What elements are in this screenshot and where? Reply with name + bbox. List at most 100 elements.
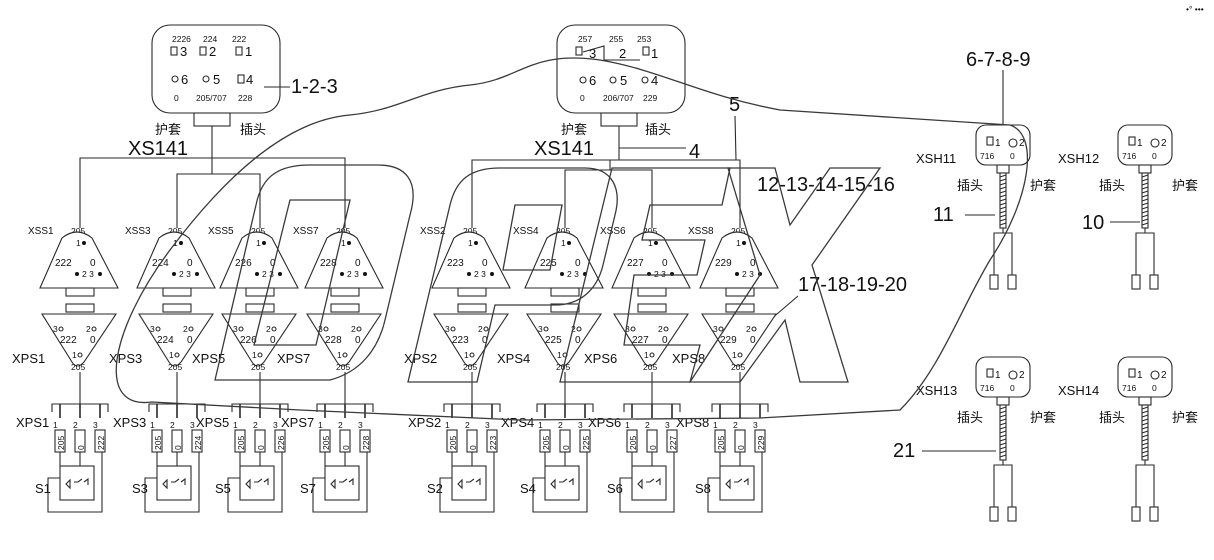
socket-collar [245,287,275,297]
xsh-wire-label: 716 [980,151,994,161]
plug-socket-pin: 1 [644,350,649,360]
xsh-pin-number: 2 [1019,370,1025,381]
terminal-pin-number: 3 [485,420,490,430]
xsh-cable-hatch [999,426,1007,430]
pin-number: 3 [180,44,187,59]
socket-wire-top: 205 [643,226,657,236]
pin-number: 6 [589,73,596,88]
xsh-pin-circle [1150,138,1160,148]
pin-number: 3 [589,46,596,61]
terminal-wire-label: 0 [341,445,351,450]
xsh-sheath-label: 护套 [1030,178,1056,194]
xsh-pin-number: 2 [1161,138,1167,149]
terminal-wire-label: 229 [756,436,766,450]
xsh-cable-hatch [1141,218,1149,222]
xsh-lead [993,460,1004,507]
plug-socket-pin: 3 [713,324,718,334]
xsh-pin-circle [1008,370,1018,380]
plug-socket-pin: 2 [86,324,91,334]
switch-return [144,451,200,513]
main-plug-1: 2226 224 222 3 2 1 6 5 4 0 205/707 228 护… [128,24,281,160]
terminal-wire-label: 226 [276,436,286,450]
terminal-wire-label: 205 [448,436,458,450]
plug-socket-pin: 3 [625,324,630,334]
plug-socket-wire-left: 222 [60,335,77,346]
xsh-cable-hatch [1141,414,1149,418]
plug-socket-body [41,313,118,367]
pin-number: 5 [620,73,627,88]
plug-socket-wire-bottom: 205 [71,362,85,372]
xsh-cable-hatch [999,422,1007,426]
terminal-wire-label: 223 [488,436,498,450]
terminal-pin-number: 3 [665,420,670,430]
callout-4: 4 [689,141,700,163]
socket-wire-left: 228 [320,258,337,269]
terminal-wire-label: 205 [716,436,726,450]
xsh-cable-hatch [999,222,1007,226]
plug-socket-pin-dot [718,326,724,332]
socket-wire-left: 229 [715,258,732,269]
xsh-plug-label: 插头 [957,411,983,426]
plug-socket-pin-dot [271,326,277,332]
plug-socket-pin-dot [91,326,97,332]
xsh-cable-hatch [1141,454,1149,458]
plug-socket-wire-left: 223 [452,335,469,346]
xsh-collar [1138,164,1152,174]
socket-name: XSS3 [125,226,151,237]
socket-pin-dot [742,241,746,245]
terminal-wire-label: 0 [256,445,266,450]
socket-pin-dot [735,272,739,276]
terminal-pin-number: 2 [645,420,650,430]
xsh-lead [1003,464,1013,507]
terminal-wire-label: 205 [236,436,246,450]
plug-socket-name: XPS7 [277,351,310,366]
xsh-terminal [1149,274,1159,290]
xsh-cable-hatch [999,446,1007,450]
plug-socket-pin: 1 [557,350,562,360]
terminal-wire-label: 0 [173,445,183,450]
terminal-pin-number: 1 [150,420,155,430]
plug-socket-collar [245,303,275,313]
plug-wire-label: 205/707 [196,93,227,103]
xsh-cable-hatch [1141,202,1149,206]
terminal-wire-label: 205 [541,436,551,450]
socket-wire-right: 0 [482,258,488,269]
xsh-pin-circle [1150,370,1160,380]
socket-pin-dot [474,241,478,245]
socket-pin-dot [98,272,102,276]
socket-pin-dot [347,241,351,245]
switch-name: S1 [35,481,51,496]
xsh-terminal [1007,506,1017,522]
plug-socket-name: XPS3 [109,351,142,366]
socket-pins: 2 3 [654,269,666,279]
terminal-wire-label: 0 [76,445,86,450]
terminal-wire-label: 0 [736,445,746,450]
socket-pin-dot [467,272,471,276]
socket-pin: 1 [648,238,653,248]
xsh-cable-hatch [1141,186,1149,190]
socket-wire-right: 0 [662,258,668,269]
plug-socket-wire-left: 229 [720,335,737,346]
socket-collar [162,287,192,297]
switch-name: S4 [520,481,536,496]
xsh-pin-number: 1 [995,370,1001,381]
socket-pins: 2 3 [179,269,191,279]
switch-box [239,465,275,501]
socket-wire-left: 226 [235,258,252,269]
switch-name: S3 [132,481,148,496]
xsh-cable-hatch [999,414,1007,418]
terminal-wire-label: 205 [321,436,331,450]
plug-socket-name: XPS2 [404,351,437,366]
plug-label: 插头 [645,123,671,138]
xsh-cable-hatch [1141,406,1149,410]
switch-symbol [725,477,749,490]
xsh-cable-hatch [1141,206,1149,210]
terminal-pin-number: 1 [445,420,450,430]
connector-name: XS141 [534,138,594,160]
terminal-pin-number: 2 [733,420,738,430]
switch-name: S5 [215,481,231,496]
